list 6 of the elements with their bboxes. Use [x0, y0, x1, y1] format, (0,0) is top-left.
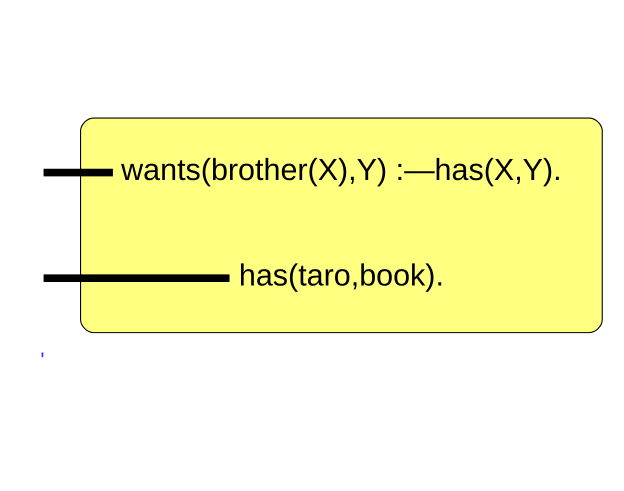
- node-text: has(taro,book).: [238, 258, 444, 293]
- node-text: wants(brother(X),Y) :—has(X,Y).: [121, 153, 562, 188]
- connector: [44, 168, 113, 176]
- label: ': [40, 347, 45, 372]
- connector: [44, 274, 230, 282]
- cluster: [80, 118, 603, 334]
